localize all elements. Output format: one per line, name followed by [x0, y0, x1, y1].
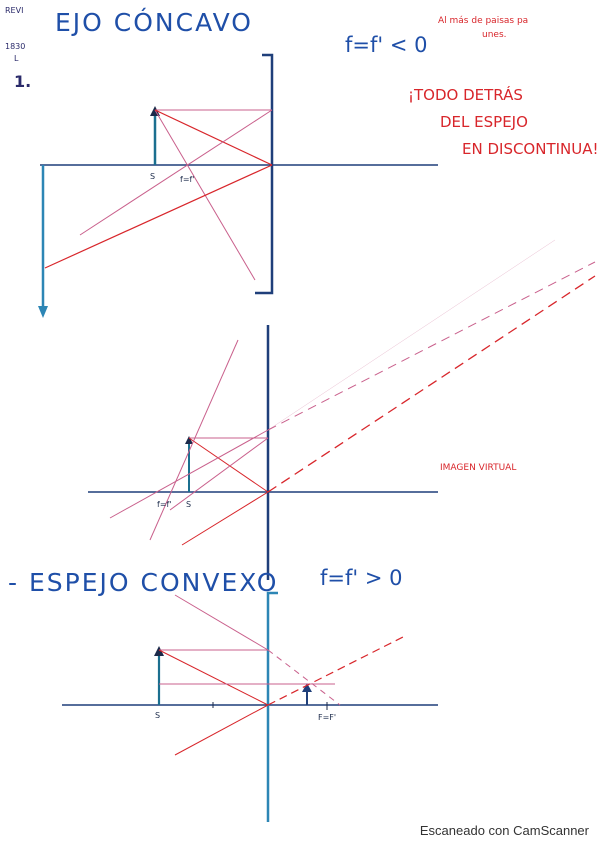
diagram-concave-1 [38, 53, 438, 318]
warning-line-2: DEL ESPEJO [440, 113, 528, 131]
ray-reflect-2 [181, 491, 269, 546]
convex-title: - ESPEJO CONVEXO [8, 568, 279, 597]
label-d2-focus: f=f' [157, 500, 172, 509]
ray-long-pink-2 [109, 429, 269, 519]
object-arrowhead-2 [185, 436, 193, 444]
ray-center-2 [188, 437, 269, 493]
corner-note-3: L [14, 54, 19, 63]
corner-note-1: REVI [5, 6, 24, 15]
mirror-3 [266, 591, 278, 822]
label-d1-focus: f=f' [180, 175, 195, 184]
image-arrowhead-3 [302, 683, 312, 692]
virtual-ext-pink-2 [267, 261, 596, 431]
ray-back-2 [169, 437, 269, 511]
object-arrowhead-3 [154, 646, 164, 656]
ray-center-1 [154, 109, 273, 166]
ray-focus-2 [149, 339, 239, 541]
warning-line-3: EN DISCONTINUA! [462, 140, 599, 158]
warning-line-1: ¡TODO DETRÁS [408, 86, 523, 104]
faint-guide-2 [267, 239, 556, 431]
ray-reflect-a-1 [79, 109, 273, 236]
ray-lower-3 [174, 704, 269, 756]
diagram-concave-2 [88, 239, 596, 580]
image-arrowhead-1 [38, 306, 48, 318]
virtual-ext-b-3 [267, 635, 406, 706]
virtual-image-note: IMAGEN VIRTUAL [440, 463, 517, 473]
ray-reflect-b-1 [44, 164, 273, 269]
label-d3-focus: F=F' [318, 713, 337, 722]
convex-formula: f=f' > 0 [320, 566, 403, 590]
note-top-right-1: Al más de paisas pa [438, 16, 529, 26]
ray-upper-3 [174, 594, 269, 651]
corner-note-4: 1. [14, 72, 32, 91]
virtual-ext-red-2 [267, 275, 596, 493]
scanner-watermark: Escaneado con CamScanner [419, 823, 589, 838]
label-d2-s: S [186, 500, 192, 509]
diagram-convex [62, 591, 438, 822]
label-d3-s: S [155, 711, 161, 720]
label-d1-s: S [150, 172, 156, 181]
concave-formula: f=f' < 0 [345, 33, 428, 57]
corner-note-2: 1830 [5, 42, 26, 51]
mirror-1 [255, 53, 274, 295]
virtual-ext-a-3 [267, 649, 341, 706]
concave-title: EJO CÓNCAVO [55, 8, 253, 37]
note-top-right-2: unes. [482, 30, 507, 40]
ray-center-3 [158, 649, 269, 706]
